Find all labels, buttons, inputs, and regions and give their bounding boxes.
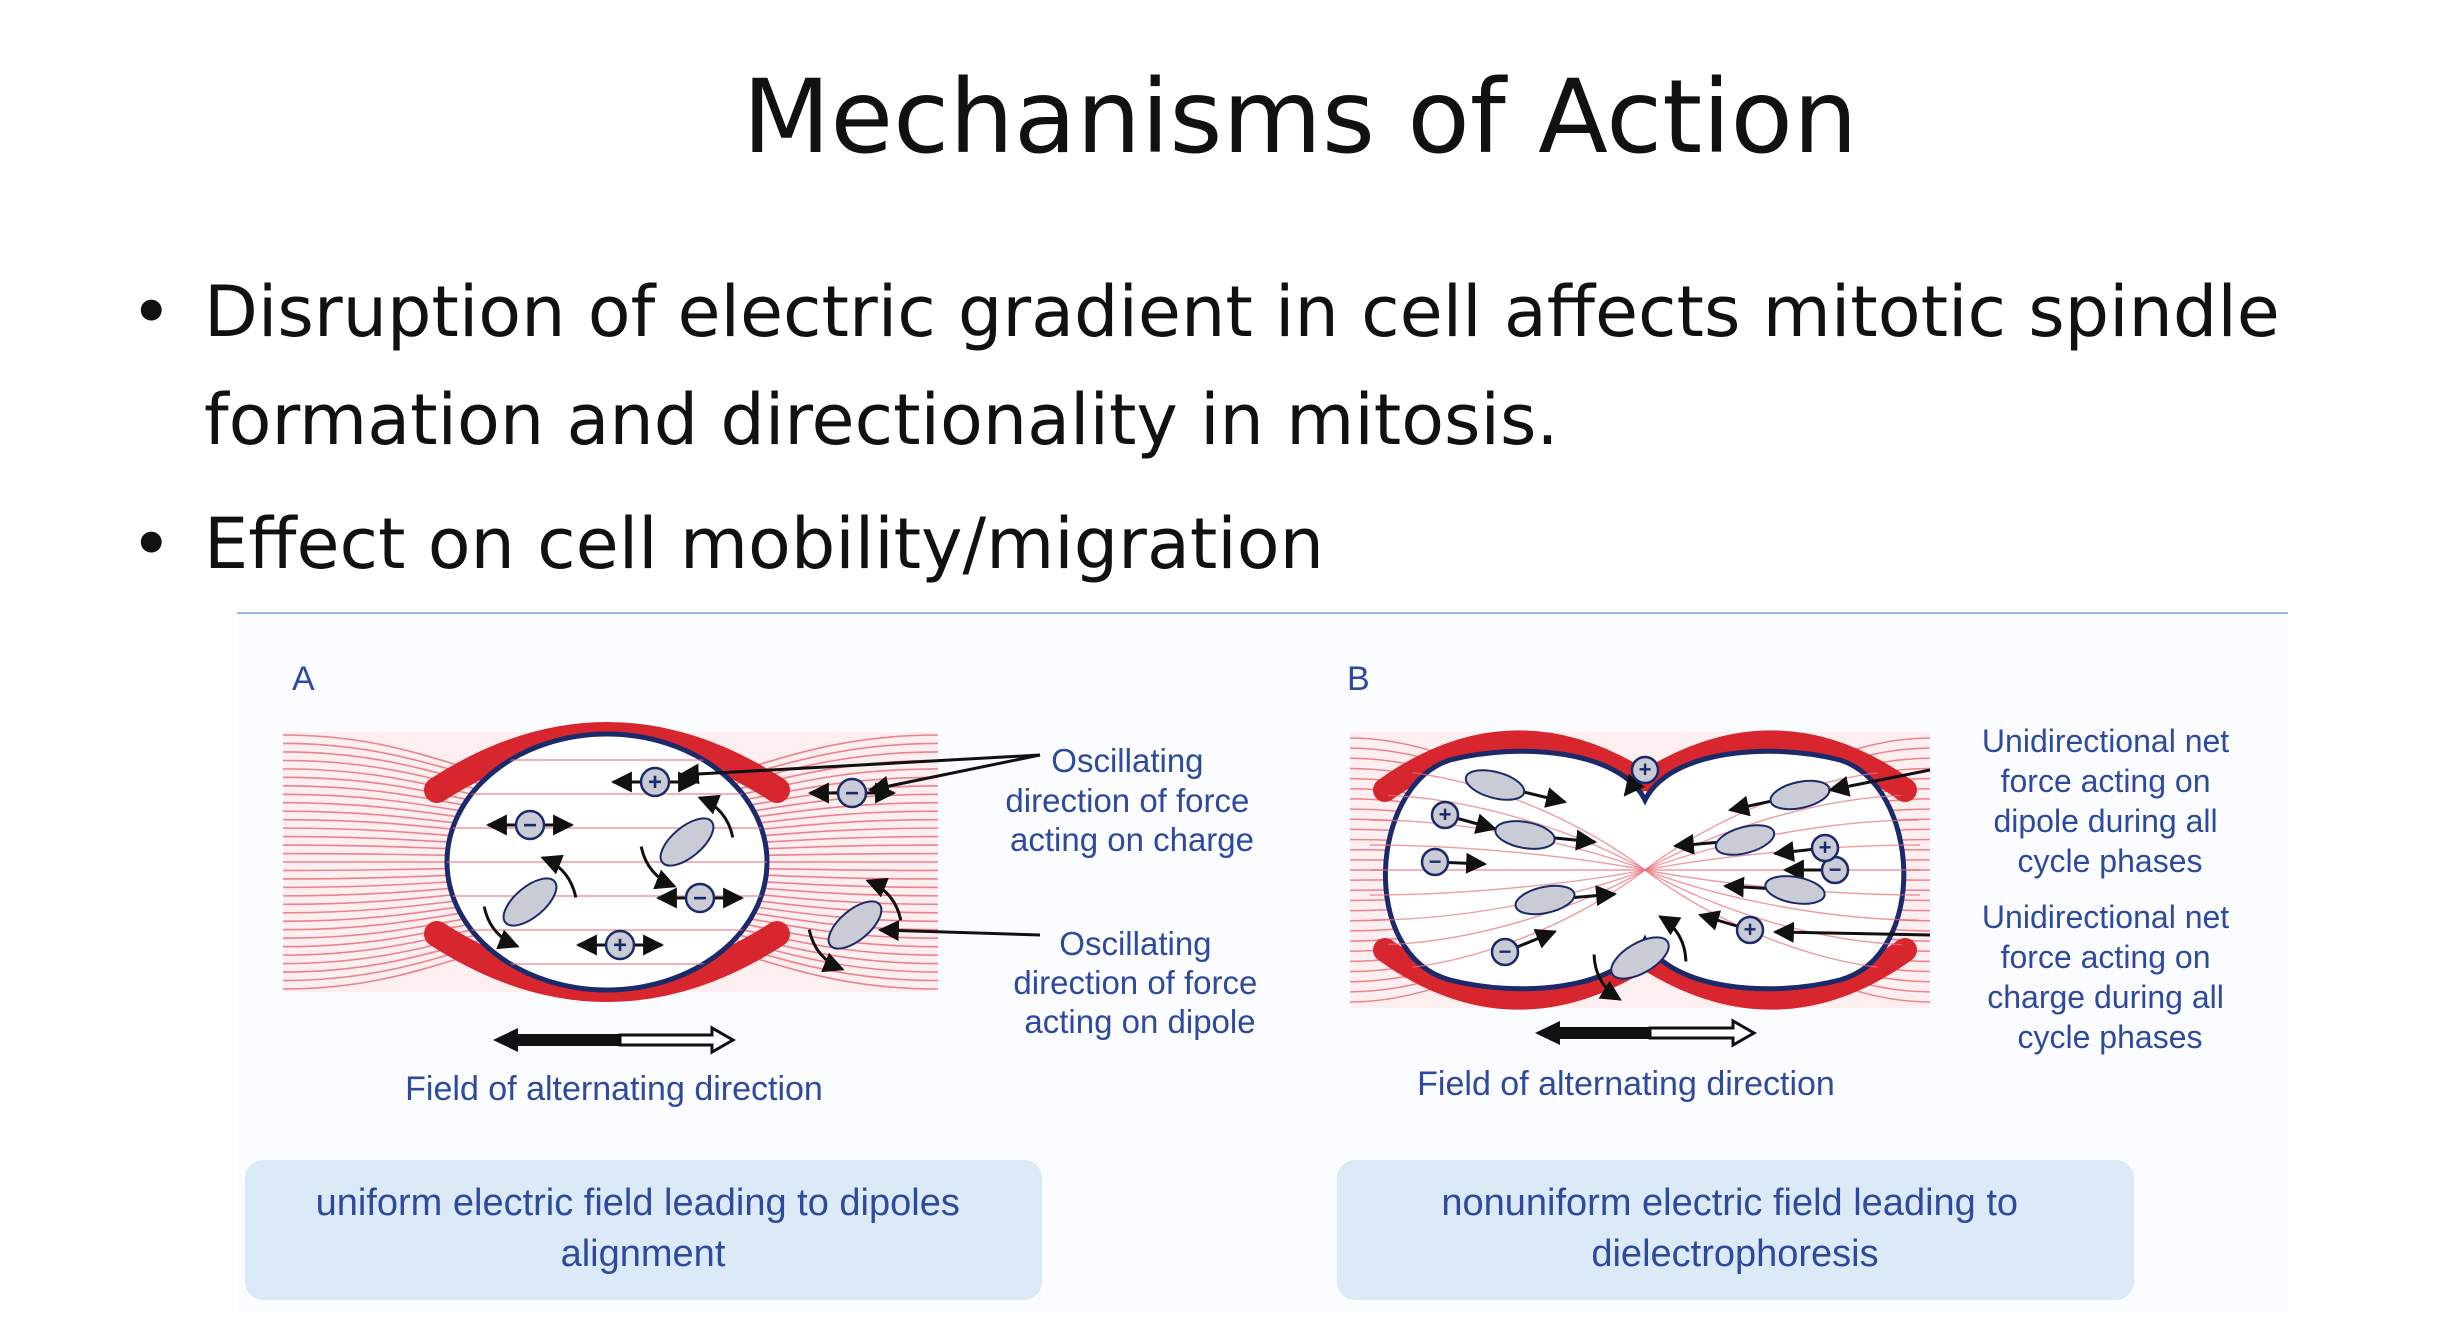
dipole-particle: [639, 794, 735, 890]
slide-title: Mechanisms of Action: [742, 58, 1858, 177]
panel-b-callout-lines: [1772, 768, 1931, 943]
dipole-particle: [482, 854, 578, 950]
figure-top-rule: [237, 612, 2288, 614]
dielectro-particle: +: [1623, 755, 1660, 797]
panel-b-caption-box: [1337, 1160, 2134, 1300]
dielectro-particle: −: [1420, 847, 1488, 877]
dipole-particle: [807, 877, 903, 973]
bullet-item: Disruption of electric gradient in cell …: [118, 258, 2448, 474]
panel-b-membrane-top-left: [1373, 730, 1652, 802]
charge-particle: −: [655, 882, 745, 914]
dielectro-dipole: [1514, 884, 1618, 916]
panel-a-field-arrow: [493, 1025, 737, 1055]
dielectro-dipole: [1464, 769, 1568, 808]
charge-particle: −: [485, 809, 575, 841]
panel-a-callout-dipole: Oscillating direction of force acting on…: [1013, 925, 1266, 1040]
svg-text:+: +: [1744, 917, 1757, 942]
svg-text:+: +: [648, 769, 662, 796]
dielectro-dipole: [1672, 824, 1776, 856]
panel-b-callout-dipole: Unidirectional net force acting on dipol…: [1982, 723, 2238, 879]
panel-b-membrane-bottom-right: [1638, 938, 1917, 1010]
dielectro-dipole: [1722, 875, 1826, 905]
dielectro-dipole: [1494, 820, 1598, 851]
panel-b-membrane-top-right: [1638, 730, 1917, 802]
svg-text:−: −: [693, 885, 707, 912]
panel-b-caption-text: nonuniform electric field leading to die…: [1441, 1182, 2028, 1275]
panel-b-field-arrow: [1535, 1018, 1758, 1048]
dielectro-particle: −: [1782, 855, 1850, 885]
dielectro-particle: +: [1697, 910, 1765, 945]
dielectro-particle: +: [1430, 800, 1498, 834]
svg-text:−: −: [1429, 849, 1442, 874]
panel-b-label: B: [1347, 660, 1370, 698]
panel-a-label: A: [292, 660, 315, 698]
panel-a-caption-box: [245, 1160, 1042, 1300]
dipole-particle: [1592, 915, 1688, 1001]
svg-text:−: −: [1499, 939, 1512, 964]
bullet-list: Disruption of electric gradient in cell …: [118, 258, 2448, 614]
panel-a-callout-lines: [677, 753, 1041, 942]
bullet-item: Effect on cell mobility/migration: [118, 490, 2448, 598]
dielectro-particle: +: [1772, 833, 1840, 863]
svg-text:−: −: [845, 780, 859, 807]
panel-b-particles: +−−+−++: [1420, 755, 1850, 1001]
svg-text:+: +: [1639, 757, 1652, 782]
panel-a-field-caption: Field of alternating direction: [405, 1070, 823, 1108]
panel-b-membrane-bottom-left: [1373, 938, 1652, 1010]
dielectro-dipole: [1727, 779, 1831, 817]
panel-a-caption-text: uniform electric field leading to dipole…: [316, 1182, 971, 1275]
svg-text:+: +: [1439, 802, 1452, 827]
panel-b-callout-charge: Unidirectional net force acting on charg…: [1982, 899, 2238, 1055]
dielectro-particle: −: [1490, 928, 1557, 967]
svg-text:−: −: [1829, 857, 1842, 882]
svg-text:+: +: [1819, 835, 1832, 860]
svg-text:−: −: [523, 812, 537, 839]
panel-a-callout-charge: Oscillating direction of force acting on…: [1005, 742, 1258, 858]
svg-text:+: +: [613, 932, 627, 959]
charge-particle: +: [575, 929, 665, 961]
panel-b-field-caption: Field of alternating direction: [1417, 1065, 1835, 1103]
